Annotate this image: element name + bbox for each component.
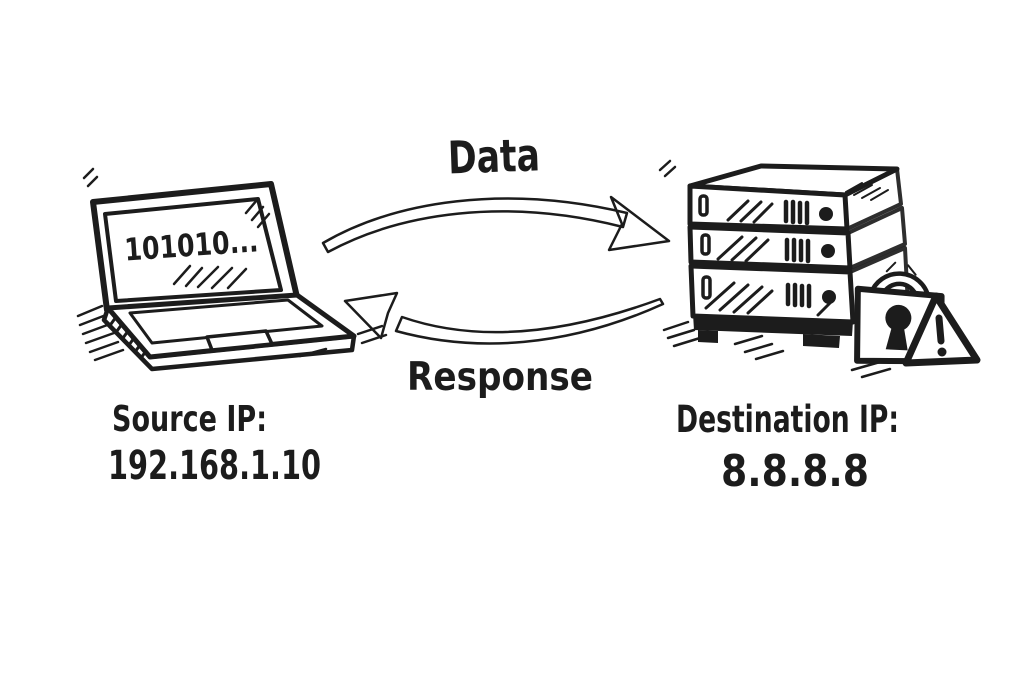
source-ip-value: 192.168.1.10 [108,443,321,489]
data-arrow-icon [321,195,671,254]
warning-triangle-icon [902,292,981,367]
unit3-vents [785,282,812,309]
laptop-ground-hatch [76,304,388,362]
accent-marks [82,167,271,229]
unit1-vents [783,199,810,226]
top-face-shading [845,182,889,201]
data-arrow-label: Data [447,128,541,184]
keyboard [128,298,324,345]
response-arrow-label: Response [407,355,593,400]
laptop-icon [76,167,388,372]
source-ip-title: Source IP: [112,399,267,440]
server-stack-icon [658,159,910,379]
trackpad [205,329,274,352]
port-ridges [109,315,148,360]
destination-ip-value: 8.8.8.8 [721,446,869,497]
server-ground-hatch [662,320,892,379]
response-arrow-icon [343,291,665,345]
destination-ip-title: Destination IP: [676,398,899,441]
screen-glare [172,264,248,290]
unit2-vents [784,237,811,264]
